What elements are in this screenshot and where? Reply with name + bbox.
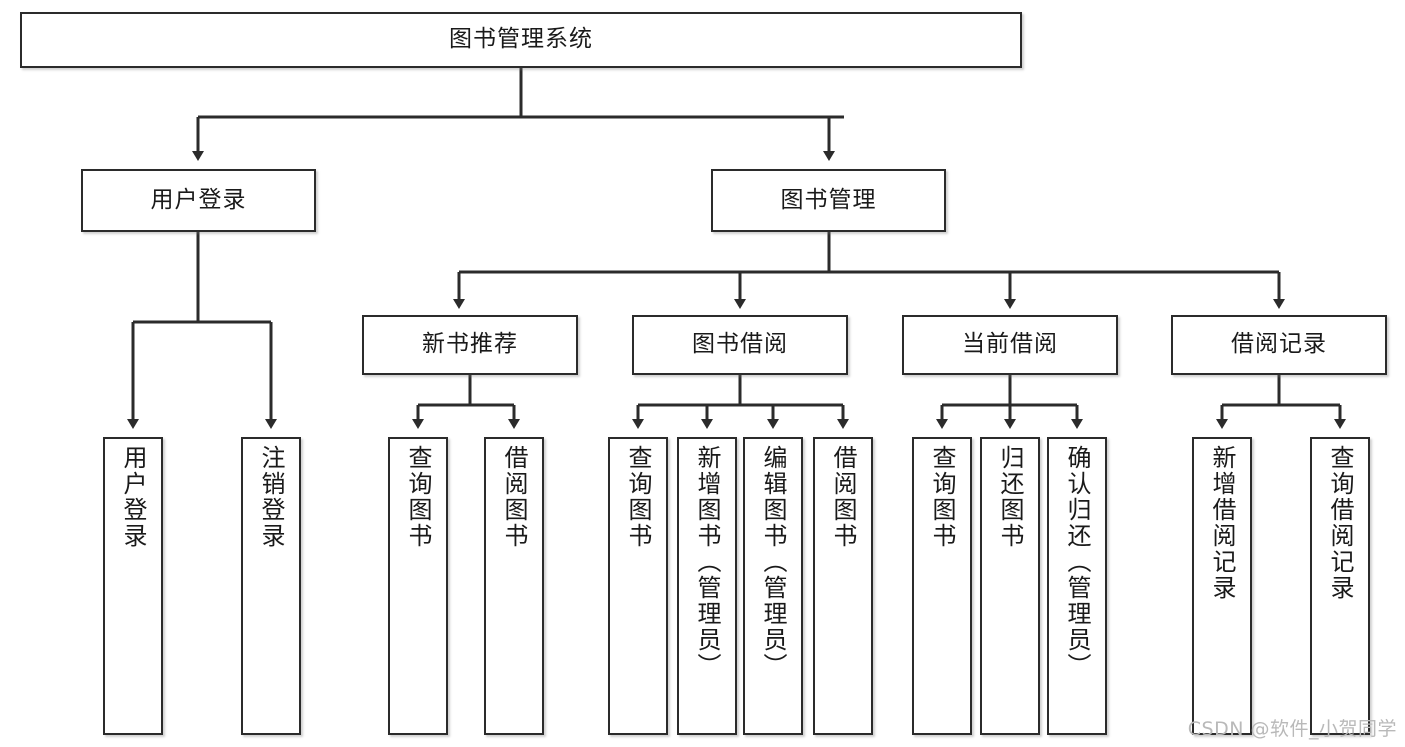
node-label: 确认归还（管理员） xyxy=(1063,445,1091,679)
node-label: 编辑图书（管理员） xyxy=(759,445,787,679)
node-label: 借阅记录 xyxy=(1231,331,1327,358)
leaf-current-return-book[interactable]: 归还图书 xyxy=(980,437,1040,735)
node-label: 查询借阅记录 xyxy=(1326,445,1354,601)
node-label: 图书借阅 xyxy=(692,331,788,358)
watermark-text: CSDN @软件_小贺同学 xyxy=(1187,718,1397,740)
node-label: 查询图书 xyxy=(624,445,652,549)
node-borrow-record[interactable]: 借阅记录 xyxy=(1171,315,1387,375)
node-label: 注销登录 xyxy=(257,445,285,549)
node-book-borrow[interactable]: 图书借阅 xyxy=(632,315,848,375)
node-label: 当前借阅 xyxy=(962,331,1058,358)
node-new-book-recommend[interactable]: 新书推荐 xyxy=(362,315,578,375)
node-label: 新增借阅记录 xyxy=(1208,445,1236,601)
node-label: 归还图书 xyxy=(996,445,1024,549)
node-label: 借阅图书 xyxy=(829,445,857,549)
leaf-borrow-add-book[interactable]: 新增图书（管理员） xyxy=(677,437,737,735)
node-label: 新增图书（管理员） xyxy=(693,445,721,679)
leaf-borrow-query-book[interactable]: 查询图书 xyxy=(608,437,668,735)
node-label: 新书推荐 xyxy=(422,331,518,358)
leaf-record-query[interactable]: 查询借阅记录 xyxy=(1310,437,1370,735)
leaf-current-confirm-return[interactable]: 确认归还（管理员） xyxy=(1047,437,1107,735)
leaf-current-query-book[interactable]: 查询图书 xyxy=(912,437,972,735)
node-label: 借阅图书 xyxy=(500,445,528,549)
leaf-new-book-borrow[interactable]: 借阅图书 xyxy=(484,437,544,735)
node-user-login[interactable]: 用户登录 xyxy=(81,169,316,232)
leaf-record-add[interactable]: 新增借阅记录 xyxy=(1192,437,1252,735)
node-label: 图书管理 xyxy=(780,186,877,213)
leaf-logout[interactable]: 注销登录 xyxy=(241,437,301,735)
node-label: 查询图书 xyxy=(928,445,956,549)
node-label: 用户登录 xyxy=(119,445,147,549)
leaf-borrow-edit-book[interactable]: 编辑图书（管理员） xyxy=(743,437,803,735)
node-root-library-system[interactable]: 图书管理系统 xyxy=(20,12,1022,68)
node-current-borrow[interactable]: 当前借阅 xyxy=(902,315,1118,375)
node-label: 图书管理系统 xyxy=(449,26,593,53)
node-label: 用户登录 xyxy=(150,186,247,213)
node-label: 查询图书 xyxy=(404,445,432,549)
leaf-borrow-borrow-book[interactable]: 借阅图书 xyxy=(813,437,873,735)
leaf-new-book-query[interactable]: 查询图书 xyxy=(388,437,448,735)
leaf-user-login[interactable]: 用户登录 xyxy=(103,437,163,735)
node-book-management[interactable]: 图书管理 xyxy=(711,169,946,232)
